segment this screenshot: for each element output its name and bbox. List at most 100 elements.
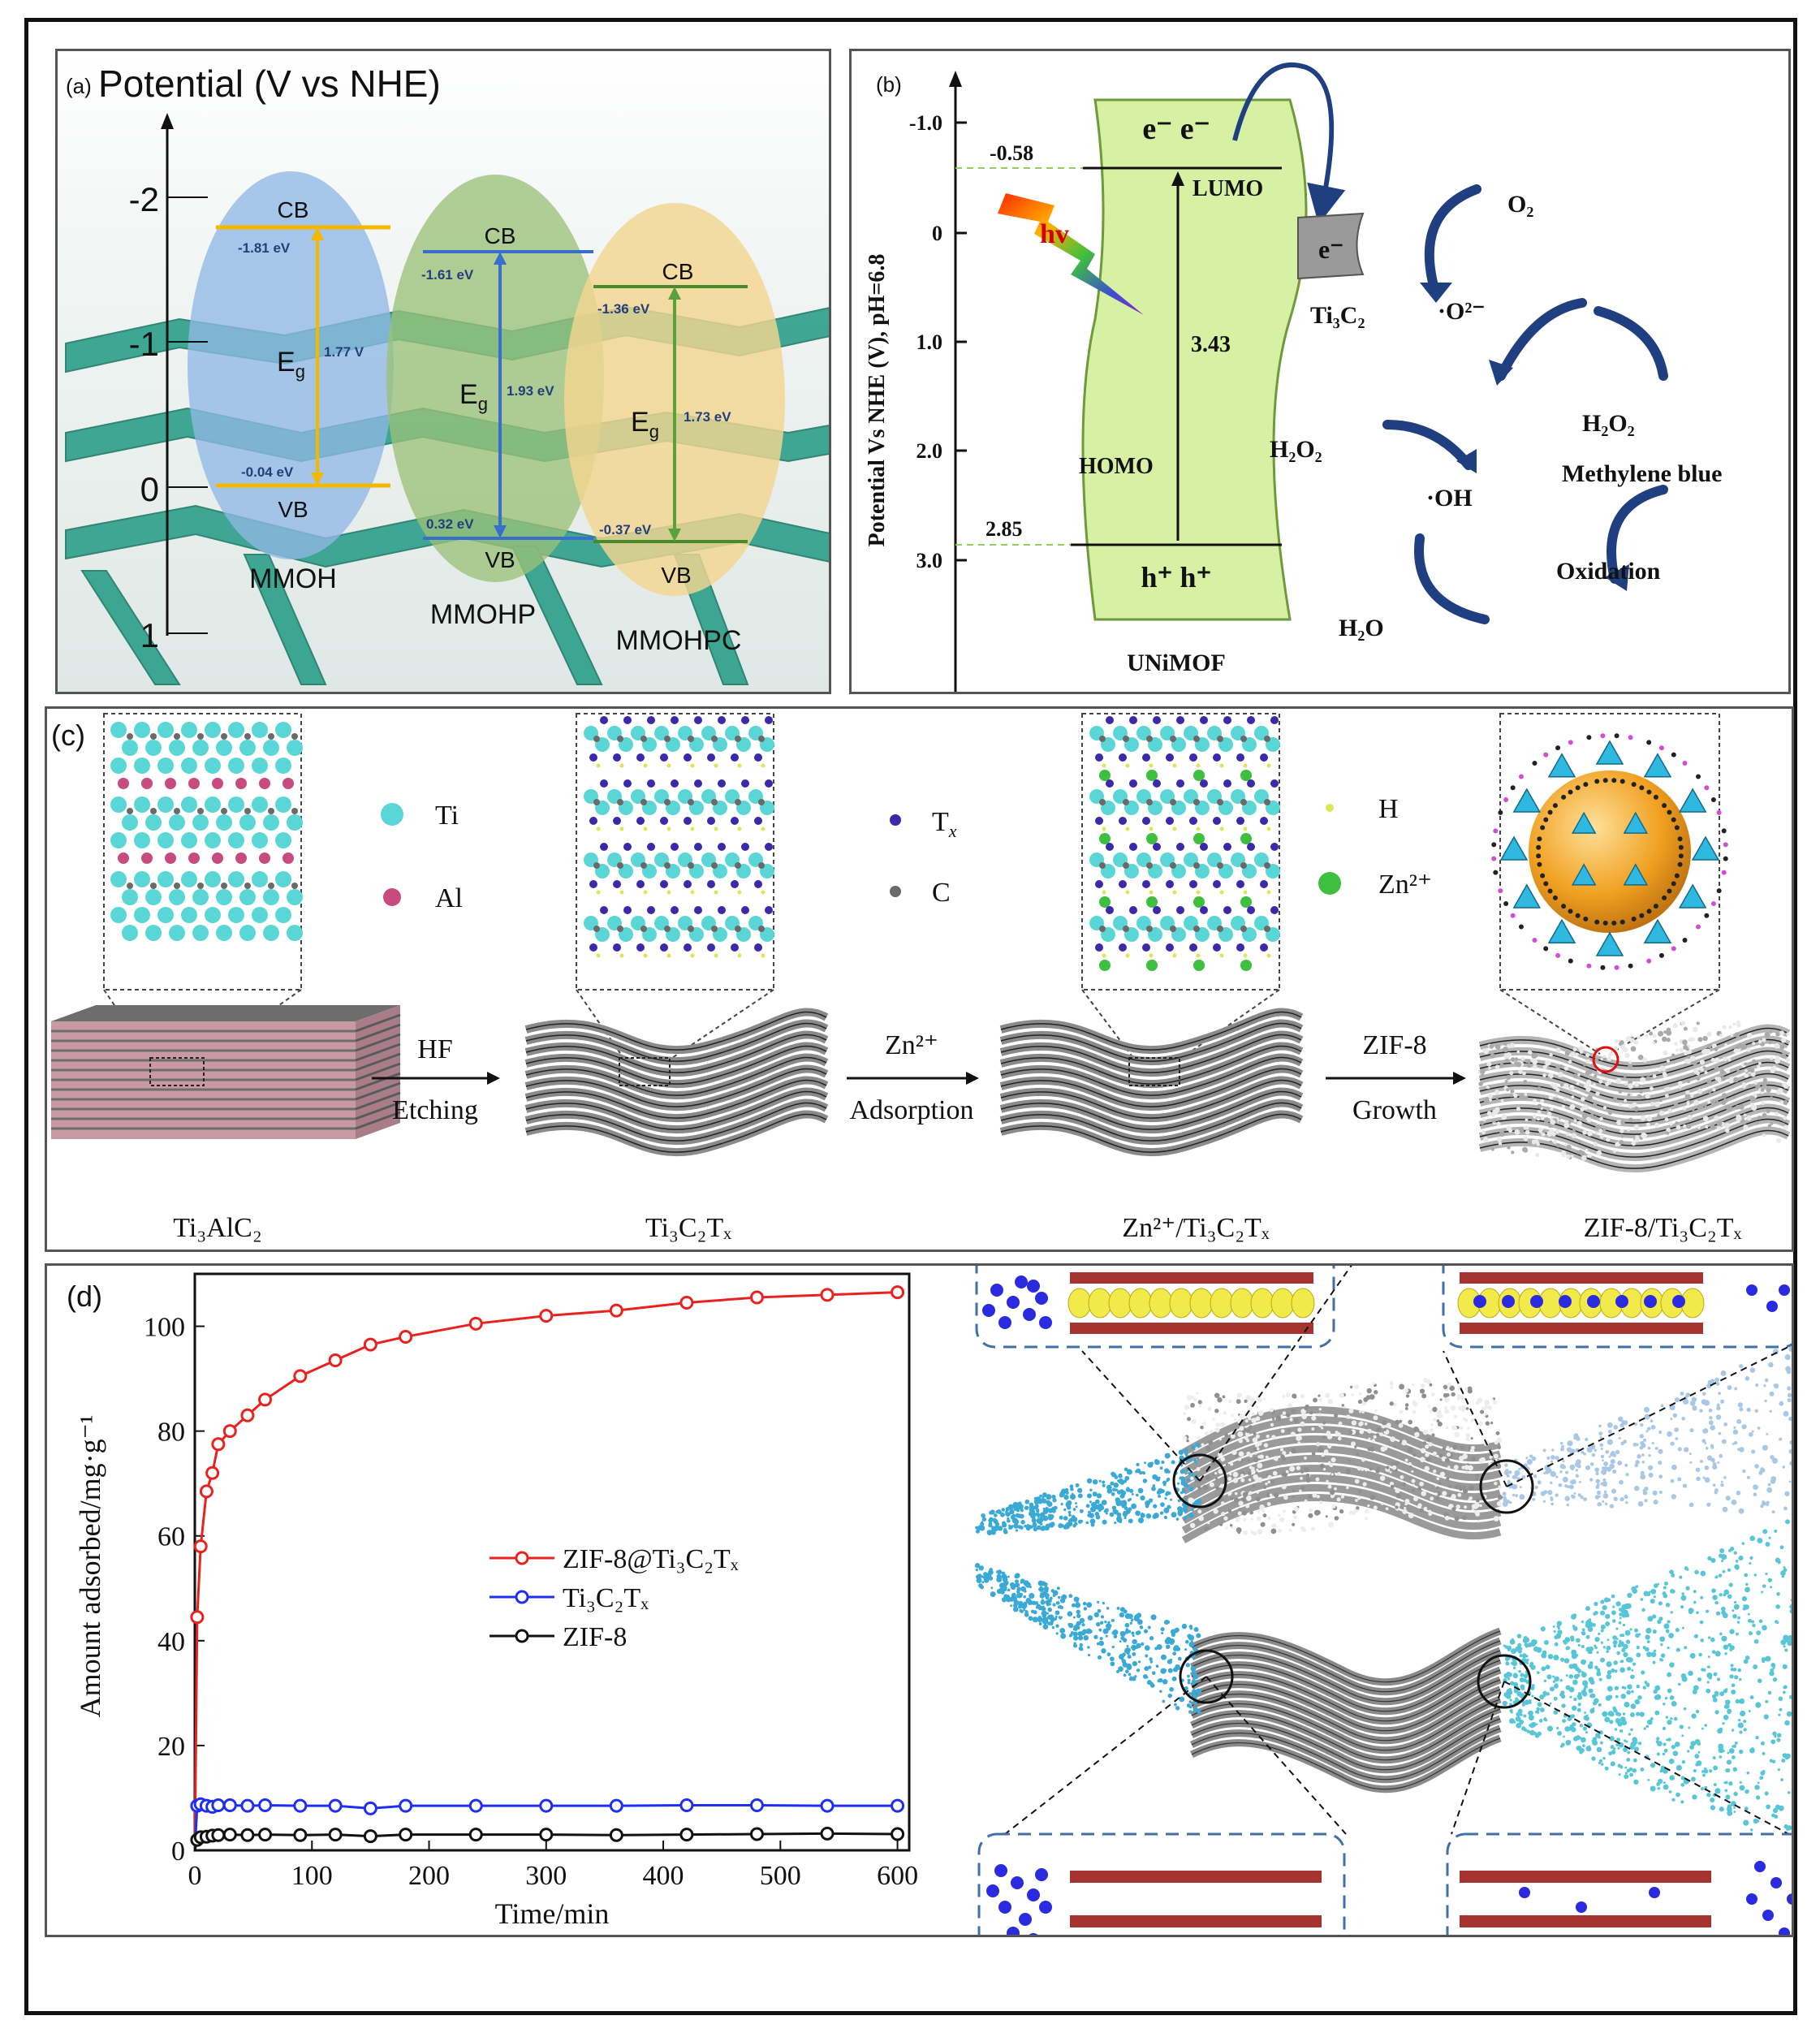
legend-label: ZIF-8: [563, 1622, 627, 1652]
data-point: [609, 1303, 623, 1318]
reaction-arrow: [1424, 184, 1481, 300]
data-point: [363, 1337, 377, 1352]
reaction-arrow: [1594, 306, 1668, 381]
data-point: [399, 1329, 413, 1344]
panel-tag: (b): [876, 72, 902, 97]
mmoh-cb-label: CB: [278, 197, 309, 222]
mmoh-cb-value: -1.81 eV: [238, 240, 291, 256]
y-tick-label: 20: [157, 1732, 185, 1762]
homo-value: 2.85: [985, 517, 1023, 541]
mmohp-cb-value: -1.61 eV: [421, 267, 474, 283]
mmohp-vb-value: 0.32 eV: [426, 516, 474, 532]
step3-bottom: Growth: [1352, 1095, 1437, 1125]
axis-tick-label: 1: [140, 616, 159, 654]
data-point: [399, 1798, 413, 1813]
step2-bottom: Adsorption: [850, 1095, 974, 1125]
mmohpc-cb-value: -1.36 eV: [597, 301, 650, 317]
data-point: [190, 1610, 205, 1625]
data-point: [328, 1828, 343, 1842]
adsorption-schematic: [974, 1266, 1792, 1935]
mmohpc-vb-value: -0.37 eV: [599, 522, 652, 537]
crystal-structure: [1089, 716, 1280, 971]
data-point: [679, 1798, 694, 1812]
legend-c: C: [932, 878, 951, 908]
data-point: [399, 1828, 413, 1842]
panel-a-title: Potential (V vs NHE): [98, 63, 441, 105]
data-point: [609, 1798, 623, 1813]
data-point: [293, 1369, 308, 1383]
panel-c-canvas: (c) Ti Al HF Etching T: [51, 713, 1791, 1243]
h2o-label: H₂O: [1339, 615, 1384, 641]
legend-marker: [515, 1629, 529, 1643]
crystal-inset: [576, 713, 774, 991]
mxene-stack: [999, 1008, 1304, 1157]
crystal-structure: [584, 716, 774, 958]
mmoh-vb-label: VB: [278, 497, 308, 522]
panel-a: -2 -1 0 1 (a) Potential (V vs NHE) CB -1…: [55, 49, 831, 694]
data-point: [258, 1798, 273, 1812]
mmohpc-eg-label: Eg: [631, 407, 659, 442]
mmohp-cb-label: CB: [485, 223, 516, 248]
zif8-mxene-stack: [1477, 1020, 1791, 1173]
chart-series: [190, 1285, 905, 1851]
legend-marker: [515, 1590, 529, 1604]
data-point: [258, 1392, 273, 1407]
axis-tick-label: -2: [129, 180, 159, 218]
transfer-arrow: [1232, 62, 1346, 225]
axis-tick-label: 1.0: [916, 330, 943, 354]
data-point: [328, 1798, 343, 1813]
data-point: [539, 1828, 554, 1842]
data-point: [891, 1798, 905, 1813]
h2o2-label: H₂O₂: [1270, 436, 1322, 463]
mmoh-name: MMOH: [249, 563, 337, 594]
data-point: [539, 1309, 554, 1323]
data-point: [205, 1465, 220, 1480]
data-point: [211, 1828, 226, 1842]
data-point: [240, 1828, 255, 1842]
ti3c2-label: Ti₃C₂: [1310, 302, 1365, 329]
step1-top: HF: [417, 1034, 452, 1064]
data-point: [749, 1798, 764, 1812]
data-point: [293, 1798, 308, 1813]
axis-tick-label: 2.0: [916, 439, 943, 463]
mmoh-vb-value: -0.04 eV: [241, 464, 294, 480]
inset-box: [977, 1832, 1346, 1935]
y-tick-label: 100: [144, 1313, 185, 1343]
mmohp-ellipse: [386, 175, 604, 582]
panel-a-canvas: -2 -1 0 1 (a) Potential (V vs NHE) CB -1…: [58, 51, 829, 692]
crystal-structure: [110, 722, 303, 941]
gap-value: 3.43: [1191, 332, 1231, 357]
data-point: [468, 1828, 483, 1842]
methylene-blue-label: Methylene blue: [1562, 460, 1722, 487]
c-legend-dot: [890, 886, 901, 897]
legend-zn: Zn²⁺: [1378, 870, 1432, 900]
tx-legend-dot: [890, 814, 901, 826]
homo-label: HOMO: [1079, 454, 1154, 479]
reaction-arrow: [1496, 298, 1587, 381]
lumo-value: -0.58: [990, 141, 1033, 165]
mmohpc-vb-label: VB: [661, 563, 691, 588]
superoxide-label: ·O²⁻: [1438, 298, 1485, 325]
data-point: [679, 1828, 694, 1842]
axis-arrow-icon: [949, 71, 962, 87]
data-point: [820, 1826, 835, 1841]
panel-b-canvas: (b) -1.0 0 1.0 2.0 3.0 Potential Vs NHE …: [865, 62, 1722, 692]
legend-marker: [515, 1551, 529, 1565]
data-point: [363, 1801, 377, 1815]
x-tick-label: 100: [291, 1861, 333, 1891]
al-legend-dot: [383, 888, 401, 906]
crystal-inset: [1081, 713, 1280, 991]
y-tick-label: 0: [171, 1837, 185, 1867]
data-point: [609, 1828, 623, 1842]
x-tick-label: 200: [408, 1861, 450, 1891]
hydroxyl-label: ·OH: [1426, 485, 1473, 511]
data-point: [293, 1828, 308, 1842]
mmohpc-eg-value: 1.73 eV: [684, 409, 731, 425]
electrons-label: e⁻ e⁻: [1142, 112, 1210, 146]
axis-tick-label: 3.0: [916, 549, 943, 572]
data-point: [749, 1290, 764, 1305]
panel-tag: (a): [66, 74, 92, 98]
lumo-label: LUMO: [1192, 176, 1263, 201]
